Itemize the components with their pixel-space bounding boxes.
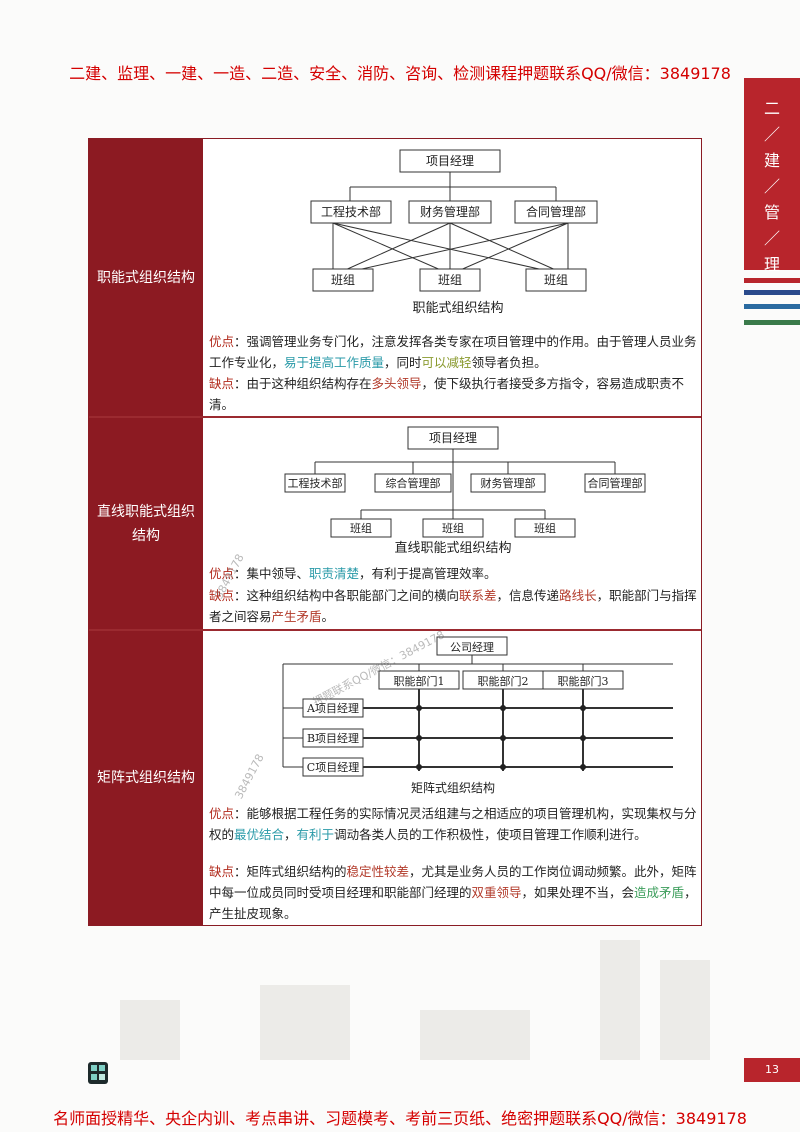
row-body: 项目经理 工程技术部 综合管理部 财务管理部 合同管理部 班组 班组 [203, 418, 701, 629]
background-decoration [260, 985, 350, 1060]
org-node-label: 班组 [331, 273, 355, 287]
advantages-text: 优点：能够根据工程任务的实际情况灵活组建与之相适应的项目管理机构，实现集权与分权… [209, 803, 697, 845]
disadvantages-text: 缺点：由于这种组织结构存在多头领导，使下级执行者接受多方指令，容易造成职责不清。 [209, 373, 697, 415]
row-body: 公司经理 职能部门1 职能部门2 职能部门3 A项目经理 B项目经理 C项目经理 [203, 631, 701, 925]
org-node-label: 综合管理部 [386, 476, 441, 490]
background-decoration [420, 1010, 530, 1060]
side-tab-char: ／ [744, 122, 800, 148]
org-node-label: 合同管理部 [526, 204, 586, 219]
diagram-caption: 矩阵式组织结构 [411, 780, 495, 795]
bottom-banner: 名师面授精华、央企内训、考点串讲、习题模考、考前三页纸、绝密押题联系QQ/微信：… [0, 1105, 800, 1129]
matrix-grid [363, 689, 673, 771]
row-label: 职能式组织结构 [89, 139, 203, 416]
disadvantages-text: 缺点：这种组织结构中各职能部门之间的横向联系差，信息传递路线长，职能部门与指挥者… [209, 585, 697, 627]
background-decoration [600, 940, 640, 1060]
org-node-label: 班组 [350, 521, 372, 535]
org-node-label: 职能部门1 [394, 674, 445, 688]
org-node-label: 公司经理 [450, 641, 494, 654]
side-stripe [744, 290, 800, 295]
row-label: 直线职能式组织结构 [89, 418, 203, 629]
side-tab-char: ／ [744, 226, 800, 252]
advantages-text: 优点：集中领导、职责清楚，有利于提高管理效率。 [209, 563, 697, 584]
org-node-label: 班组 [438, 273, 462, 287]
org-node-label: C项目经理 [307, 761, 359, 774]
matrix-org-diagram: 公司经理 职能部门1 职能部门2 职能部门3 A项目经理 B项目经理 C项目经理 [203, 631, 701, 801]
row-label: 矩阵式组织结构 [89, 631, 203, 925]
side-stripe [744, 320, 800, 325]
side-tab: 二 ／ 建 ／ 管 ／ 理 [744, 78, 800, 270]
advantages-text: 优点：强调管理业务专门化，注意发挥各类专家在项目管理中的作用。由于管理人员业务工… [209, 331, 697, 373]
org-node-label: 财务管理部 [481, 476, 536, 490]
org-node-label: 职能部门2 [478, 674, 529, 688]
side-tab-char: 管 [744, 200, 800, 226]
side-tab-char: 建 [744, 148, 800, 174]
page-number: 13 [744, 1058, 800, 1082]
disadvantages-text: 缺点：矩阵式组织结构的稳定性较差，尤其是业务人员的工作岗位调动频繁。此外，矩阵中… [209, 861, 697, 924]
cross-connectors [333, 223, 568, 271]
org-node-label: 职能部门3 [558, 674, 609, 688]
line-functional-org-diagram: 项目经理 工程技术部 综合管理部 财务管理部 合同管理部 班组 班组 [203, 418, 701, 558]
functional-org-diagram: 项目经理 工程技术部 财务管理部 合同管理部 [203, 139, 701, 319]
org-node-label: 班组 [534, 521, 556, 535]
background-decoration [120, 1000, 180, 1060]
row-body: 项目经理 工程技术部 财务管理部 合同管理部 [203, 139, 701, 416]
disadvantages-label: 缺点 [209, 864, 234, 879]
disadvantages-label: 缺点 [209, 376, 234, 391]
org-node-label: 合同管理部 [588, 476, 643, 490]
org-node-label: 项目经理 [426, 154, 474, 168]
advantages-label: 优点 [209, 806, 234, 821]
advantages-label: 优点 [209, 334, 234, 349]
org-node-label: B项目经理 [307, 732, 359, 745]
diagram-caption: 职能式组织结构 [412, 301, 503, 316]
background-decoration [660, 960, 710, 1060]
side-stripe [744, 278, 800, 283]
top-banner: 二建、监理、一建、一造、二造、安全、消防、咨询、检测课程押题联系QQ/微信：38… [0, 60, 800, 84]
org-node-label: 财务管理部 [420, 204, 480, 219]
side-tab-char: ／ [744, 174, 800, 200]
side-tab-char: 二 [744, 96, 800, 122]
org-node-label: 班组 [544, 273, 568, 287]
side-tab-text: 二 ／ 建 ／ 管 ／ 理 [744, 96, 800, 278]
side-tab-char: 理 [744, 252, 800, 278]
qr-code-icon [88, 1062, 108, 1084]
org-node-label: 班组 [442, 521, 464, 535]
org-node-label: 项目经理 [429, 431, 477, 445]
diagram-caption: 直线职能式组织结构 [394, 541, 511, 556]
org-node-label: 工程技术部 [321, 204, 381, 219]
side-stripe [744, 304, 800, 309]
org-structure-table: 职能式组织结构 项目经理 工程技术部 财务管理部 合同管理部 [88, 138, 702, 926]
org-node-label: 工程技术部 [288, 476, 343, 490]
